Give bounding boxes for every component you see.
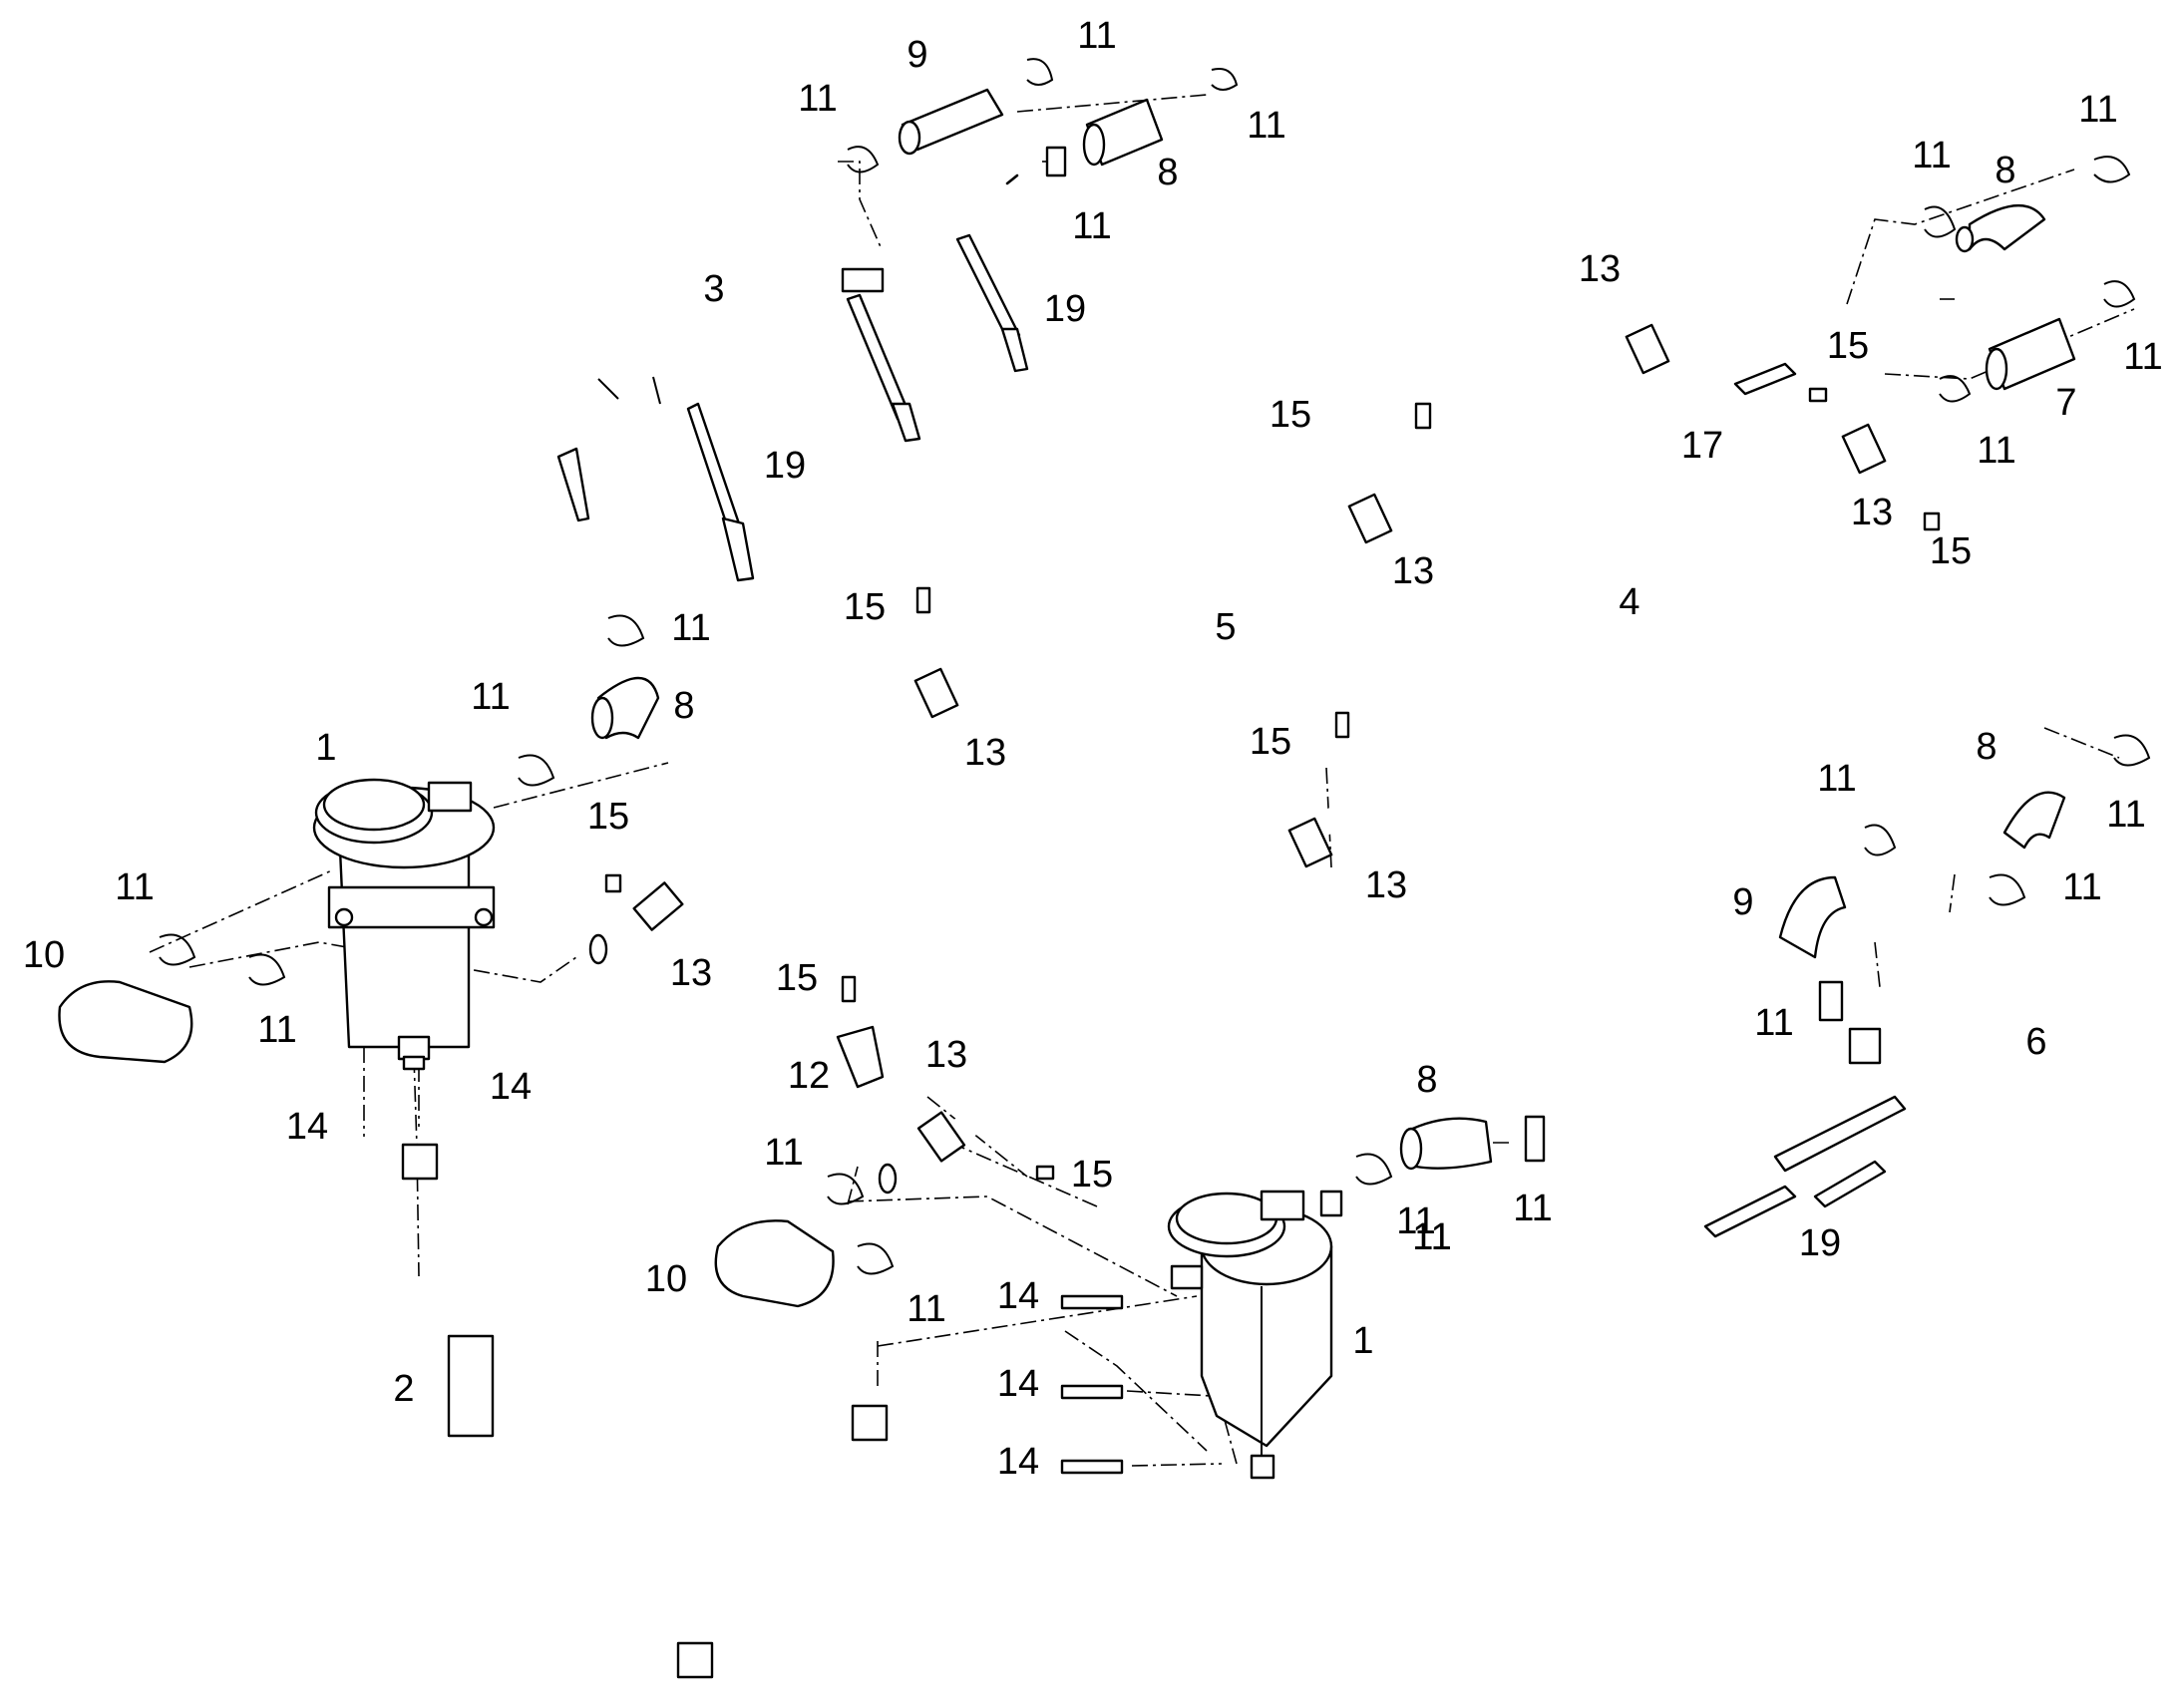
callout-8: 8 — [673, 685, 694, 727]
callout-14: 14 — [286, 1106, 328, 1148]
pipe-3-assembly — [556, 167, 1029, 586]
callout-13: 13 — [1392, 550, 1434, 592]
callout-15: 15 — [1071, 1154, 1113, 1196]
callout-labels: 1 1 2 3 4 5 6 7 8 8 8 8 8 9 9 10 10 11 1… — [23, 15, 2163, 1483]
callout-19: 19 — [764, 445, 806, 487]
callout-11: 11 — [798, 78, 837, 120]
callout-13: 13 — [670, 952, 712, 994]
callout-9: 9 — [907, 34, 927, 76]
callout-13: 13 — [1365, 864, 1407, 906]
callout-9: 9 — [1732, 881, 1753, 923]
callout-15: 15 — [587, 796, 629, 838]
callout-11: 11 — [2062, 866, 2101, 908]
callout-8: 8 — [1416, 1059, 1437, 1101]
callout-10: 10 — [23, 934, 65, 976]
callout-11: 11 — [257, 1009, 296, 1051]
callout-10: 10 — [645, 1258, 687, 1300]
callout-15: 15 — [776, 957, 818, 999]
callout-11: 11 — [671, 607, 710, 649]
callout-3: 3 — [703, 268, 724, 310]
filter-1-right — [1167, 1190, 1343, 1480]
callout-11: 11 — [1247, 105, 1285, 147]
callout-13: 13 — [964, 732, 1006, 774]
callout-7: 7 — [2055, 382, 2076, 424]
callout-11: 11 — [1412, 1216, 1451, 1258]
pipe-2 — [401, 1143, 889, 1679]
callout-5: 5 — [1215, 606, 1236, 648]
callout-14: 14 — [490, 1066, 532, 1108]
callout-8: 8 — [1995, 150, 2015, 191]
callout-15: 15 — [1827, 325, 1869, 367]
callout-2: 2 — [393, 1368, 414, 1410]
callout-13: 13 — [925, 1034, 967, 1076]
callout-17: 17 — [1681, 425, 1723, 467]
callout-15: 15 — [1930, 530, 1972, 572]
callout-11: 11 — [1412, 1216, 1451, 1258]
callout-15: 15 — [1250, 721, 1291, 763]
callout-15: 15 — [844, 586, 886, 628]
callout-14: 14 — [997, 1275, 1039, 1317]
callout-6: 6 — [2025, 1021, 2046, 1063]
callout-11: 11 — [1513, 1188, 1552, 1229]
callout-11: 11 — [2106, 794, 2145, 836]
callout-13: 13 — [1851, 492, 1893, 533]
callout-19: 19 — [1044, 288, 1086, 330]
callout-14: 14 — [997, 1363, 1039, 1405]
callout-11: 11 — [115, 866, 154, 908]
callout-13: 13 — [1579, 248, 1621, 290]
callout-4: 4 — [1619, 581, 1639, 623]
callout-19: 19 — [1799, 1222, 1841, 1264]
callout-11: 11 — [1817, 758, 1856, 800]
callout-1: 1 — [315, 727, 336, 769]
filter-1-left — [312, 778, 496, 1071]
callout-11: 11 — [907, 1288, 945, 1330]
callout-15: 15 — [1270, 394, 1311, 436]
callout-14: 14 — [997, 1441, 1039, 1483]
callout-1: 1 — [1352, 1320, 1373, 1362]
callout-11: 11 — [1072, 205, 1111, 247]
callout-8: 8 — [1157, 152, 1178, 193]
callout-11: 11 — [1396, 1200, 1435, 1242]
callout-11: 11 — [764, 1132, 803, 1174]
hoses-and-fittings — [58, 58, 2151, 1475]
callout-12: 12 — [788, 1055, 830, 1097]
callout-11: 11 — [2123, 336, 2162, 378]
callout-11: 11 — [1077, 15, 1116, 57]
callout-11: 11 — [1977, 430, 2015, 472]
pipe-5 — [585, 274, 1848, 965]
callout-8: 8 — [1976, 726, 1997, 768]
pipe-6 — [1569, 920, 2016, 1238]
callout-11: 11 — [1754, 1002, 1793, 1044]
callout-11: 11 — [1912, 135, 1951, 176]
pipe-4 — [875, 406, 1928, 1195]
callout-11: 11 — [471, 676, 510, 718]
callout-11: 11 — [2078, 89, 2117, 131]
